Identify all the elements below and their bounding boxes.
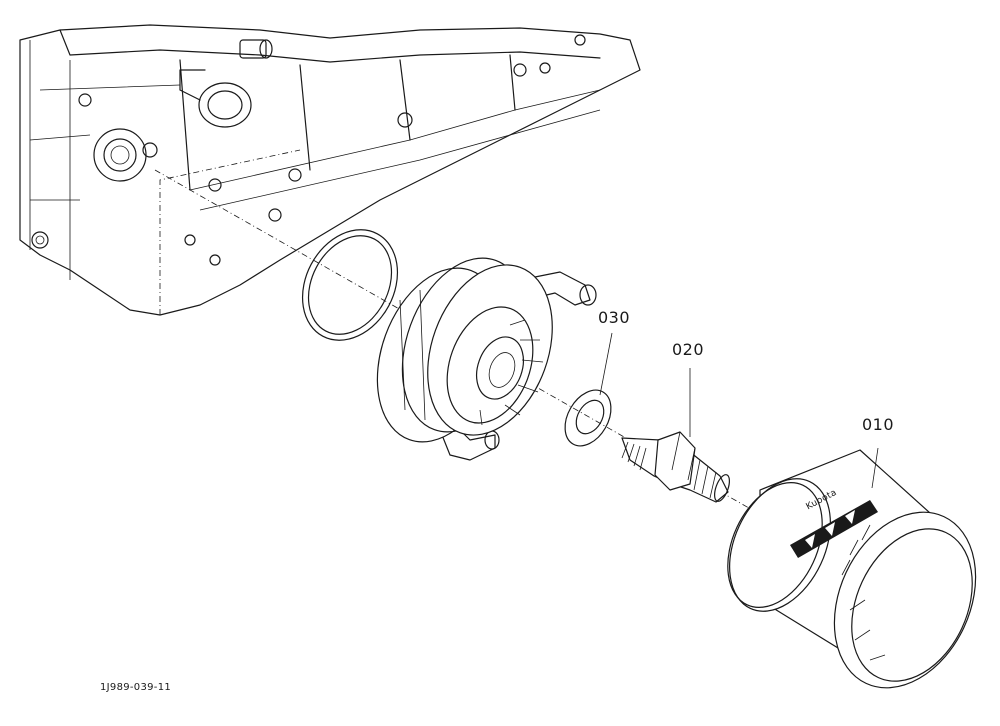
- callout-030: 030: [598, 308, 631, 327]
- threaded-pipe-020: [621, 368, 730, 503]
- gasket-030: [564, 332, 613, 447]
- figure-code: 1J989-039-11: [100, 682, 172, 693]
- kubota-logo: [790, 500, 878, 558]
- callout-020: 020: [672, 340, 705, 359]
- oil-cooler: [376, 257, 597, 461]
- callout-010: 010: [862, 415, 895, 434]
- oil-filter-010: [727, 447, 977, 689]
- engine-block: [19, 24, 641, 316]
- o-ring: [301, 229, 399, 341]
